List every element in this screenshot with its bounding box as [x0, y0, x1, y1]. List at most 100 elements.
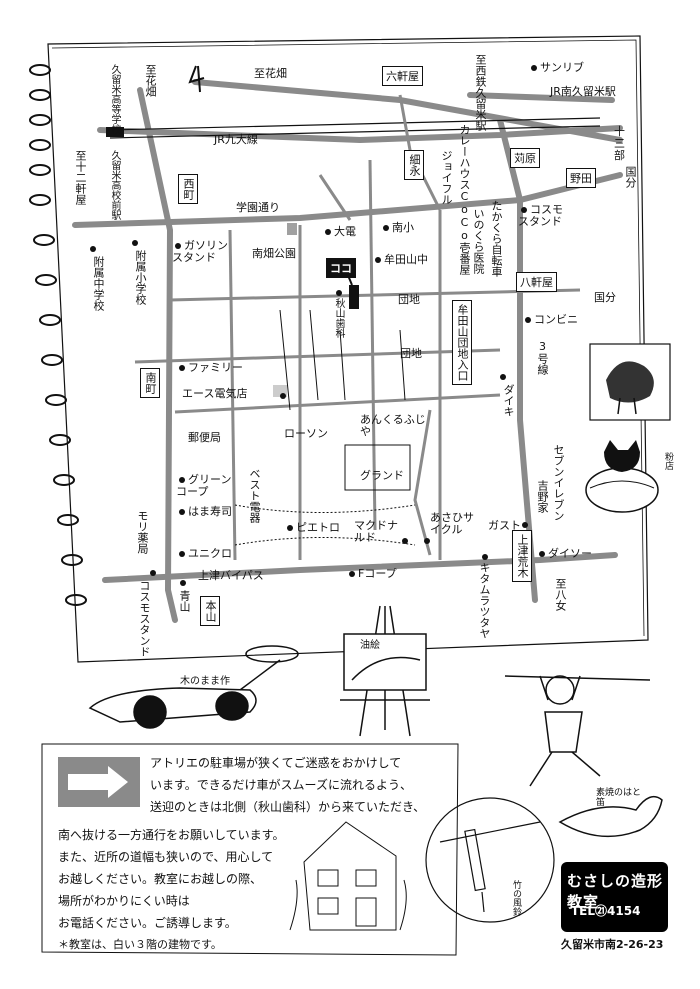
label-cosmo-2: コスモスタンド	[138, 580, 151, 657]
label-kokubu-1: 国分	[624, 166, 637, 188]
notice-line-1: アトリエの駐車場が狭くてご迷惑をおかけして	[150, 756, 402, 770]
label-kurume-koto: 久留米高等学校	[109, 64, 120, 134]
label-best-denki: ベスト電器	[248, 468, 261, 523]
rooster-icon	[589, 343, 671, 421]
label-uniqlo: ユニクロ	[176, 548, 232, 560]
label-fuzoku-chu: 附属中学校	[92, 256, 105, 311]
label-seven: セブンイレブン	[552, 444, 565, 521]
notice-line-2: います。できるだけ車がスムーズに流れるよう、	[150, 778, 412, 792]
label-jusanbu: 十三部	[614, 125, 625, 162]
notice-line-3: 送迎のときは北側（秋山歯科）から来ていただき、	[150, 800, 426, 814]
poi-dot	[336, 290, 342, 296]
label-daiden: 大電	[322, 226, 356, 238]
intersection-minamimachi: 南町	[140, 368, 160, 398]
station-marker	[106, 127, 124, 137]
label-mutadayama-iriguchi: 牟田山団地入口	[452, 300, 472, 385]
label-to-yame: 至八女	[554, 578, 567, 611]
koko-marker	[349, 285, 359, 309]
label-gasoline: ガソリンスタンド	[172, 239, 228, 264]
house-sketch-icon	[289, 821, 407, 931]
label-grand: グランド	[360, 469, 404, 482]
intersection-noda: 野田	[566, 168, 596, 188]
school-tel: TEL㉑4154	[571, 904, 641, 918]
label-f-coop: Fコープ	[346, 568, 397, 580]
intersection-honzan: 本山	[200, 596, 220, 626]
poi-dot	[500, 374, 506, 380]
school-logo: むさしの造形教室 TEL㉑4154	[561, 862, 668, 932]
notebook-rings	[29, 64, 87, 606]
poi-dot	[150, 570, 156, 576]
label-asahi: あさひサイクル	[430, 511, 474, 536]
railway-line	[109, 117, 601, 139]
label-bypass: 上津バイパス	[198, 569, 264, 582]
label-daiki: ダイキ	[502, 384, 515, 417]
label-inokura: いのくら医院	[472, 208, 485, 274]
label-to-hanabatake-1: 至花畑	[144, 64, 157, 97]
label-to-nishitetsu: 至西鉄久留米駅	[474, 54, 487, 131]
caption-car: 木のまま作	[180, 676, 230, 687]
label-pietro: ピエトロ	[284, 522, 340, 534]
poi-dot	[424, 538, 430, 544]
school-address: 久留米市南2-26-23	[561, 938, 664, 951]
label-cosmo-1: コスモスタンド	[518, 203, 563, 228]
poi-dot	[482, 554, 488, 560]
notice-line-9: ＊教室は、白い３階の建物です。	[58, 938, 222, 951]
notice-line-4: 南へ抜ける一方通行をお願いしています。	[58, 828, 285, 842]
school-name: むさしの造形教室	[567, 872, 664, 911]
label-nanshou: 南小	[380, 222, 414, 234]
label-kokubu-2: 国分	[594, 291, 616, 304]
label-akiyama: 秋山歯科	[333, 298, 344, 338]
label-family: ファミリー	[176, 362, 243, 374]
label-ankuru: あんくるふじや	[360, 413, 426, 438]
intersection-nishimachi: 西町	[178, 174, 198, 204]
label-gusto: ガスト	[488, 519, 521, 532]
label-aoyama: 青山	[178, 590, 191, 612]
north-arrow-icon	[188, 65, 205, 93]
label-sangosen: 3号線	[536, 340, 549, 375]
label-yubinkyoku: 郵便局	[188, 431, 221, 444]
label-green-coop: グリーンコープ	[176, 473, 232, 498]
label-ace: エース電気店	[182, 387, 248, 400]
wooden-car-icon	[88, 645, 299, 729]
label-fuzoku-sho: 附属小学校	[134, 250, 147, 305]
label-minamibata: 南畑公園	[252, 247, 296, 260]
notice-line-6: お越しください。教室にお越しの際、	[58, 872, 263, 886]
thin-streets	[234, 309, 416, 546]
notice-line-8: お電話ください。ご誘導します。	[58, 916, 237, 930]
caption-easel: 油絵	[360, 640, 380, 651]
intersection-hosonaga: 細永	[404, 150, 424, 180]
label-hama-sushi: はま寿司	[176, 506, 232, 518]
notice-box	[41, 743, 459, 956]
poi-dot	[180, 580, 186, 586]
caption-cat: 粉店	[663, 452, 673, 470]
label-gakuen-dori: 学園通り	[236, 201, 280, 214]
label-jr-minami: JR南久留米駅	[550, 85, 616, 98]
intersection-hachikenya: 八軒屋	[516, 272, 557, 292]
label-to-hanabatake-2: 至花畑	[254, 67, 287, 80]
label-mcdonald: マクドナルド	[354, 519, 398, 544]
label-joyful: ジョイフル	[440, 150, 453, 205]
label-mori: モリ薬局	[136, 510, 149, 554]
caption-bird: 素焼のはと笛	[596, 788, 642, 808]
label-station: 久留米高校前駅	[109, 150, 120, 220]
label-curry-house: カレーハウスCoCo壱番屋	[458, 124, 471, 275]
label-danchi-2: 団地	[400, 347, 422, 360]
koko-label: ココ	[326, 258, 356, 278]
notice-line-5: また、近所の道幅も狭いので、用心して	[58, 850, 274, 864]
park-square	[287, 223, 297, 235]
notice-line-7: 場所がわかりにくい時は	[58, 894, 190, 908]
poi-dot	[531, 65, 537, 71]
label-mutadayama-chu: 牟田山中	[372, 254, 428, 266]
label-danchi-1: 団地	[398, 293, 420, 306]
label-yoshinoya: 吉野家	[536, 480, 549, 513]
label-kitamura: キタムラツタヤ	[478, 562, 491, 639]
notebook-frame	[47, 35, 649, 663]
wind-chime-icon	[425, 797, 555, 923]
cat-basket-icon	[585, 440, 659, 513]
intersection-kamitsu-araki: 上津荒木	[512, 530, 532, 582]
label-to-junikenya: 至十二軒屋	[74, 150, 87, 205]
easel-icon	[340, 605, 430, 737]
arrow-right-icon	[58, 757, 140, 807]
intersection-karihara: 苅原	[510, 148, 540, 168]
